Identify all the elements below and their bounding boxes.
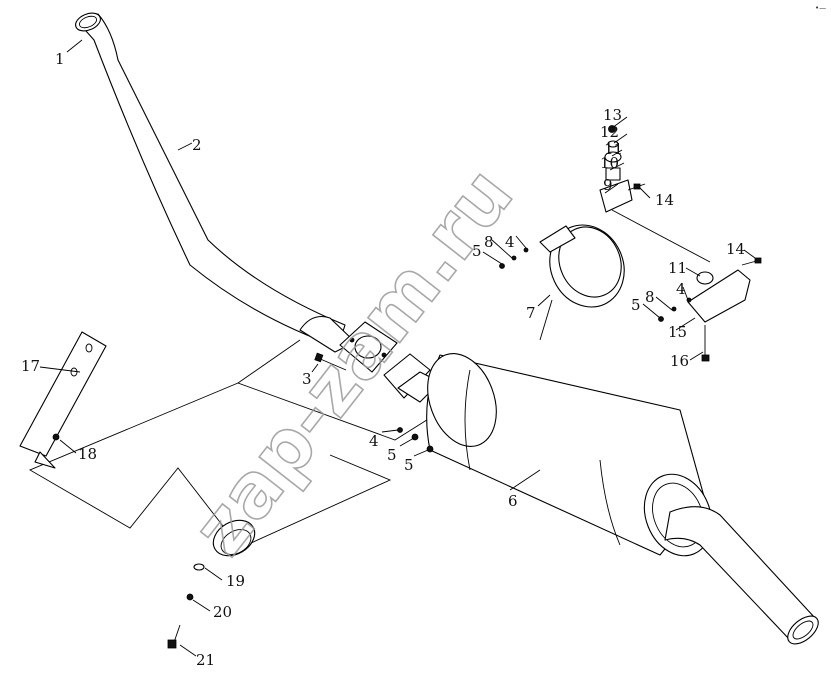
callout-leaders <box>39 39 756 657</box>
callout-1: 1 <box>55 50 65 68</box>
callout-5d: 5 <box>631 296 641 314</box>
lower-clamp <box>167 519 256 649</box>
callout-10: 10 <box>600 154 619 172</box>
callout-7: 7 <box>526 304 536 322</box>
bolt-3 <box>314 352 347 371</box>
callout-20: 20 <box>213 603 232 621</box>
callout-2: 2 <box>192 136 202 154</box>
callout-labels: 1 2 3 4 5 5 4 5 5 6 7 8 8 9 10 11 11 12 … <box>21 50 745 669</box>
callout-12: 12 <box>600 123 619 141</box>
callout-16: 16 <box>670 352 689 370</box>
callout-14b: 14 <box>726 240 745 258</box>
callout-21: 21 <box>196 651 215 669</box>
upper-hanger <box>599 125 711 263</box>
callout-8b: 8 <box>645 288 655 306</box>
callout-4b: 4 <box>505 233 515 251</box>
callout-6: 6 <box>508 492 518 510</box>
front-exhaust-pipe <box>75 12 356 353</box>
svg-text:zap-zam.ru: zap-zam.ru <box>176 152 529 571</box>
bracket-17 <box>19 331 107 469</box>
muffler-clamp <box>539 224 625 341</box>
callout-4a: 4 <box>369 432 379 450</box>
flange-front <box>339 321 398 373</box>
watermark: zap-zam.ru <box>176 152 531 572</box>
callout-17: 17 <box>21 357 40 375</box>
callout-8a: 8 <box>484 233 494 251</box>
callout-9: 9 <box>603 176 613 194</box>
callout-11b: 11 <box>668 259 687 277</box>
tail-pipe <box>664 506 819 645</box>
callout-5c: 5 <box>472 242 482 260</box>
assembly-plane-lines <box>28 339 431 549</box>
callout-15: 15 <box>668 323 687 341</box>
callout-5a: 5 <box>387 446 397 464</box>
callout-13: 13 <box>603 106 622 124</box>
corner-mark: •— <box>815 4 826 12</box>
callout-5b: 5 <box>404 456 414 474</box>
callout-11a: 11 <box>604 140 623 158</box>
right-hanger <box>658 257 762 362</box>
callout-3: 3 <box>302 370 312 388</box>
callout-18: 18 <box>78 445 97 463</box>
callout-4c: 4 <box>676 280 686 298</box>
callout-19: 19 <box>226 572 245 590</box>
callout-14a: 14 <box>655 191 674 209</box>
